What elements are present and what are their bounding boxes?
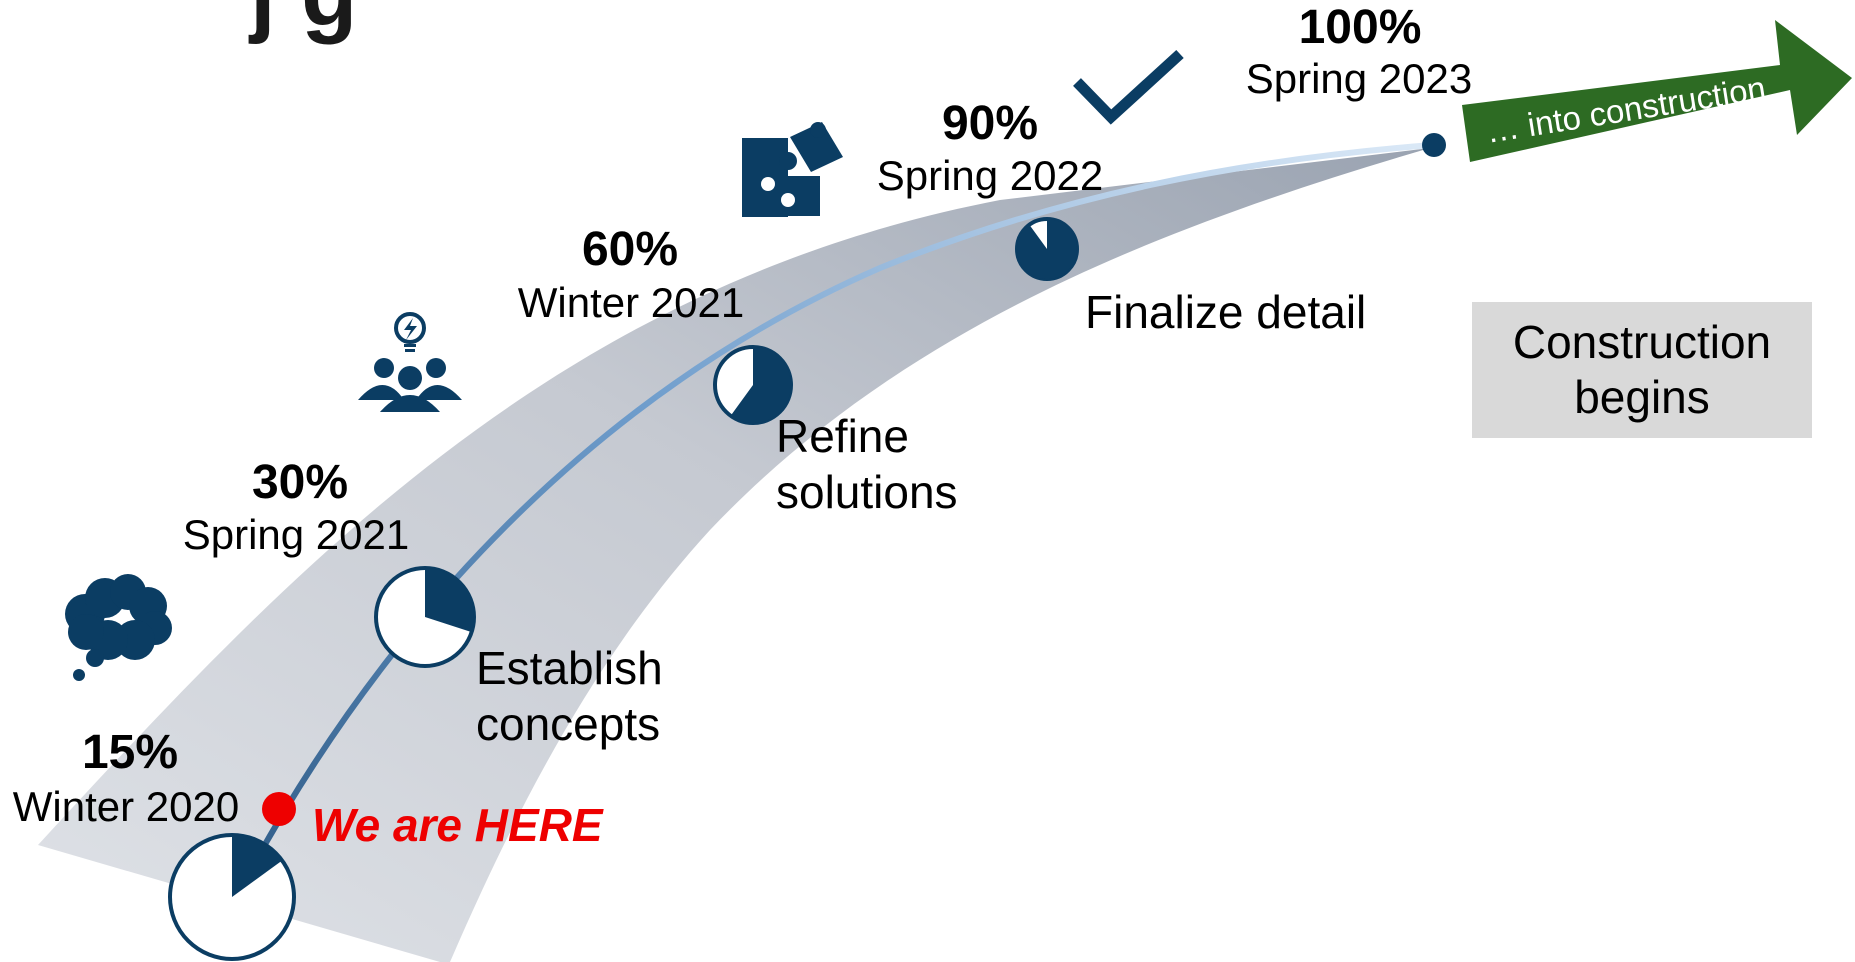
page-title-fragment: j g [250,0,357,47]
step-establish-concepts: Establish concepts [476,640,663,752]
milestone-100-date: Spring 2023 [1245,55,1473,102]
arrow-label: … into construction [1483,69,1768,150]
milestone-30-date: Spring 2021 [182,511,410,558]
progress-pie-fill [232,835,283,897]
step-line-1: Finalize detail [1085,286,1367,338]
progress-pies [168,217,1079,961]
puzzle-icon [742,122,843,217]
milestone-60-date: Winter 2021 [517,279,745,326]
milestone-15-date: Winter 2020 [12,783,240,830]
progress-band [38,148,1430,962]
progress-path [229,142,1435,908]
milestone-60-percent: 60% [581,223,679,276]
step-refine-solutions: Refine solutions [776,408,958,520]
progress-pie-15 [168,833,296,961]
we-are-here-label: We are HERE [312,799,603,851]
step-line-1: Establish [476,642,663,694]
step-line-2: concepts [476,698,661,750]
step-finalize-detail: Finalize detail [1085,284,1366,340]
thought-cloud-icon [65,574,172,681]
endpoint-dot [1422,133,1446,157]
team-idea-icon [358,312,462,412]
checkmark-icon [1073,49,1184,125]
milestone-30-percent: 30% [251,456,349,509]
progress-pie-fill [730,347,791,423]
progress-pie-fill [1017,219,1077,279]
step-line-1: Refine [776,410,909,462]
step-line-2: solutions [776,466,958,518]
construction-begins-box: Construction begins [1472,302,1812,438]
progress-pie-fill [425,568,474,633]
milestone-15-percent: 15% [81,726,179,779]
here-marker-dot [262,792,296,826]
construction-begins-label: Construction begins [1512,316,1772,423]
milestone-90-percent: 90% [941,97,1039,150]
progress-pie-30 [374,566,476,668]
progress-pie-90 [1015,217,1079,281]
milestone-90-date: Spring 2022 [876,152,1104,199]
progress-pie-60 [713,345,793,425]
into-construction-arrow: … into construction [1462,20,1852,162]
milestone-100-percent: 100% [1298,1,1422,54]
